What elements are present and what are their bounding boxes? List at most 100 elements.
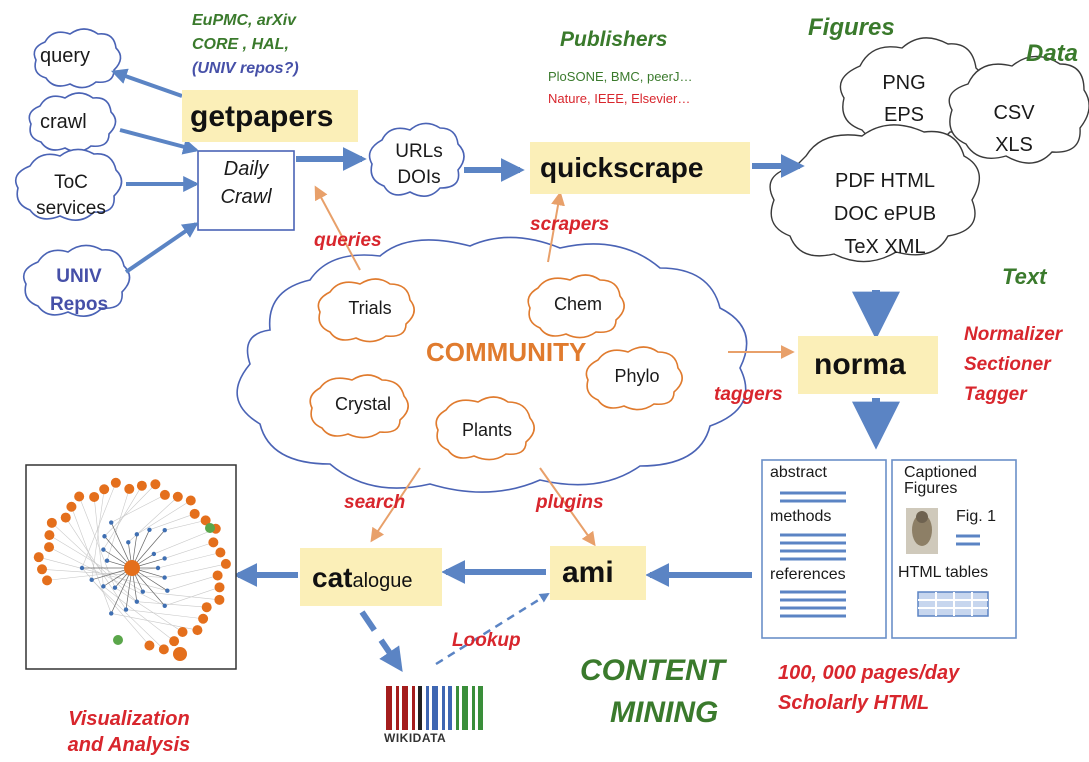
- network-edge: [136, 601, 207, 608]
- network-node: [124, 483, 135, 494]
- network-node: [113, 635, 123, 645]
- figure-caption-lines: [956, 534, 980, 546]
- network-node: [177, 627, 188, 638]
- network-edge: [164, 520, 206, 531]
- urls-label: URLs: [395, 141, 443, 162]
- search-label: search: [344, 492, 406, 513]
- arrow-crawl-to-daily: [119, 128, 200, 155]
- publishers-line1: PloSONE, BMC, peerJ…: [548, 69, 693, 84]
- network-node: [198, 613, 209, 624]
- network-node: [158, 644, 169, 655]
- references-lines: [780, 590, 846, 618]
- norma-label: norma: [814, 348, 906, 381]
- network-edge: [164, 563, 226, 578]
- crawl-label: crawl: [40, 111, 87, 133]
- references-label: references: [770, 566, 846, 583]
- network-node: [136, 480, 147, 491]
- text-sections-panel: [761, 459, 887, 639]
- network-edge: [110, 522, 133, 569]
- network-edge: [111, 494, 166, 523]
- abstract-label: abstract: [770, 464, 827, 481]
- query-cloud: [33, 28, 122, 89]
- network-edge: [65, 517, 127, 610]
- daily-crawl-box: [197, 150, 295, 231]
- network-node: [134, 599, 140, 604]
- network-node: [101, 584, 106, 589]
- network-node: [42, 575, 53, 586]
- network-edge: [38, 556, 168, 591]
- publishers-title: Publishers: [560, 28, 668, 51]
- crawl-cloud: [28, 92, 117, 153]
- network-edge: [131, 567, 166, 607]
- network-node: [123, 607, 129, 612]
- network-edge: [71, 506, 112, 614]
- network-node: [102, 534, 107, 539]
- network-node: [169, 636, 180, 647]
- network-edge: [114, 587, 183, 633]
- toc-label-line1: ToC: [54, 172, 88, 193]
- text-label: Text: [1002, 264, 1047, 289]
- data-xls: XLS: [995, 134, 1033, 156]
- network-node: [112, 585, 118, 590]
- network-node: [165, 588, 170, 593]
- network-edge: [153, 528, 216, 555]
- network-edge: [149, 513, 195, 531]
- network-node: [162, 575, 167, 580]
- orange-arrows: [314, 185, 795, 547]
- data-csv: CSV: [993, 102, 1035, 124]
- norma-role-tagger: Tagger: [964, 384, 1027, 405]
- network-node: [89, 577, 94, 583]
- network-node: [109, 520, 114, 525]
- captioned-label-line1: Captioned: [904, 464, 977, 481]
- figure-thumbnail: [906, 508, 938, 554]
- network-node: [208, 537, 219, 548]
- network-node: [205, 523, 215, 533]
- wikidata-logo: [386, 686, 483, 730]
- formats-line3: TeX XML: [844, 236, 926, 258]
- norma-role-sectioner: Sectioner: [964, 354, 1051, 375]
- abstract-lines: [780, 491, 846, 503]
- catalogue-label: catalogue: [312, 562, 413, 594]
- formats-line1: PDF HTML: [835, 170, 935, 192]
- crystal-cloud: [309, 374, 409, 439]
- network-edge: [136, 500, 191, 535]
- plants-cloud: [435, 396, 535, 461]
- network-edge: [110, 567, 133, 614]
- toc-label-line2: services: [36, 198, 106, 219]
- arrow-community-to-daily: [314, 185, 361, 271]
- network-node: [151, 551, 157, 557]
- arrow-univ-to-daily: [124, 222, 199, 274]
- visualization-line1: Visualization: [68, 708, 190, 730]
- figures-title: Figures: [808, 14, 895, 41]
- arrow-community-to-quickscrape: [547, 191, 565, 263]
- arrow-catalogue-to-wikidata: [359, 610, 403, 672]
- network-node: [162, 528, 167, 533]
- methods-lines: [780, 533, 846, 561]
- ami-label: ami: [562, 556, 614, 589]
- catalogue-label-rest: alogue: [352, 570, 413, 592]
- network-node: [159, 489, 170, 500]
- network-node: [44, 542, 55, 553]
- network-node: [109, 611, 114, 616]
- network-node: [201, 602, 212, 613]
- daily-crawl-line1: Daily: [223, 158, 269, 180]
- network-node: [189, 508, 200, 519]
- arrow-community-to-catalogue: [370, 467, 421, 543]
- network-node: [104, 558, 110, 563]
- network-hub-node: [124, 560, 140, 576]
- fig1-label: Fig. 1: [956, 508, 997, 525]
- network-edge: [164, 587, 220, 607]
- network-node: [99, 484, 110, 495]
- getpapers-box: [182, 90, 358, 142]
- network-node: [101, 547, 106, 552]
- network-node: [144, 640, 155, 651]
- community-title: COMMUNITY: [426, 337, 587, 367]
- network-node: [162, 556, 167, 561]
- arrow-community-to-ami: [539, 467, 596, 547]
- toc-services-cloud: [14, 148, 123, 221]
- network-edge: [131, 529, 166, 569]
- network-node: [140, 589, 146, 594]
- chem-cloud: [527, 274, 625, 339]
- network-node: [66, 501, 77, 512]
- formats-line2: DOC ePUB: [833, 203, 937, 225]
